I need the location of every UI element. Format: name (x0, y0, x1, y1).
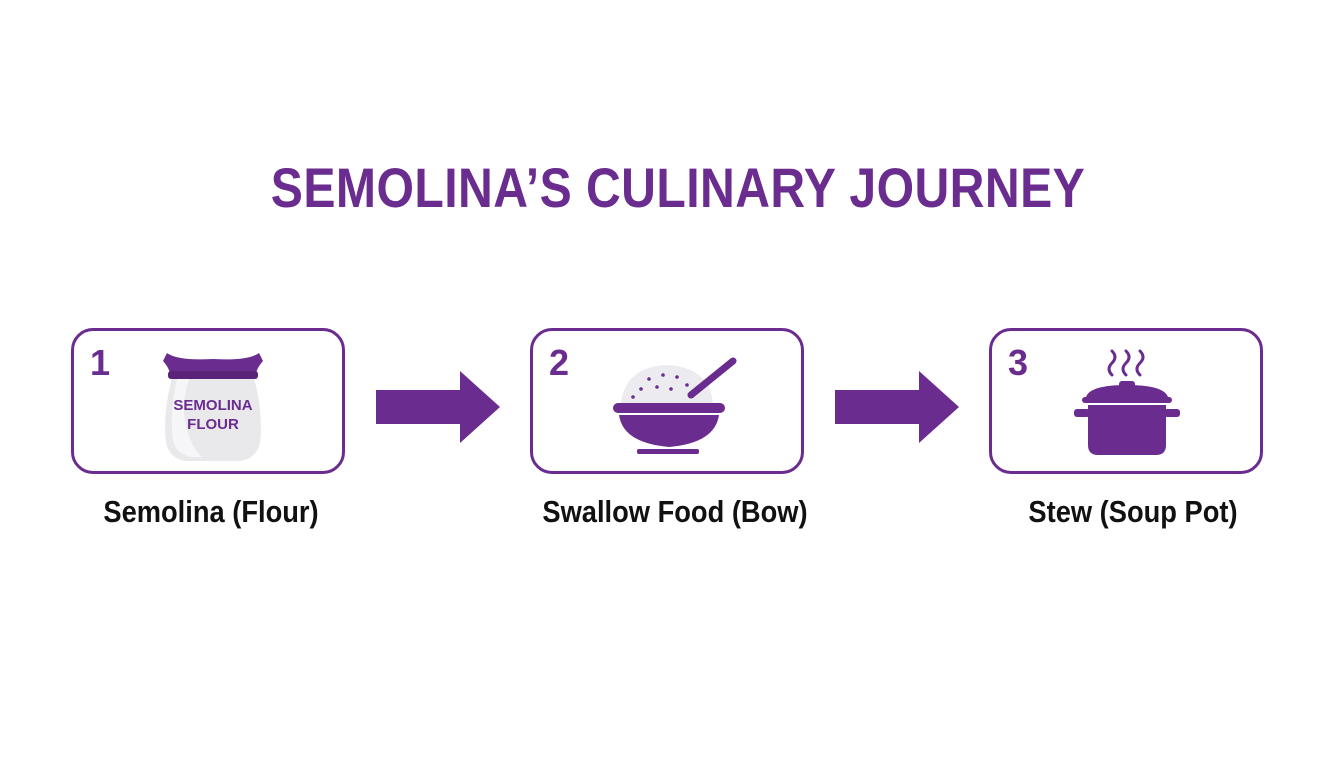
step-1-label: Semolina (Flour) (103, 494, 319, 529)
steam-icon (1107, 349, 1145, 377)
step-2-box: 2 (530, 328, 804, 474)
flour-bag-label-line2: FLOUR (187, 416, 239, 433)
step-1-number: 1 (90, 342, 111, 383)
step-3-label: Stew (Soup Pot) (1028, 494, 1238, 529)
bowl-with-spoon-icon (613, 357, 737, 454)
flour-bag-icon: SEMOLINA FLOUR (163, 353, 263, 461)
flour-bag-label-line1: SEMOLINA (173, 397, 252, 414)
step-3-number: 3 (1008, 342, 1029, 383)
step-2-label: Swallow Food (Bow) (542, 494, 808, 529)
step-1-box: 1 SEMOLINA FLOUR (71, 328, 345, 474)
right-arrow-icon (376, 371, 500, 443)
steaming-pot-icon (1074, 349, 1180, 455)
diagram-title: SEMOLINA’S CULINARY JOURNEY (270, 156, 1086, 219)
step-2-number: 2 (549, 342, 570, 383)
step-3-box: 3 (989, 328, 1263, 474)
right-arrow-icon (835, 371, 959, 443)
